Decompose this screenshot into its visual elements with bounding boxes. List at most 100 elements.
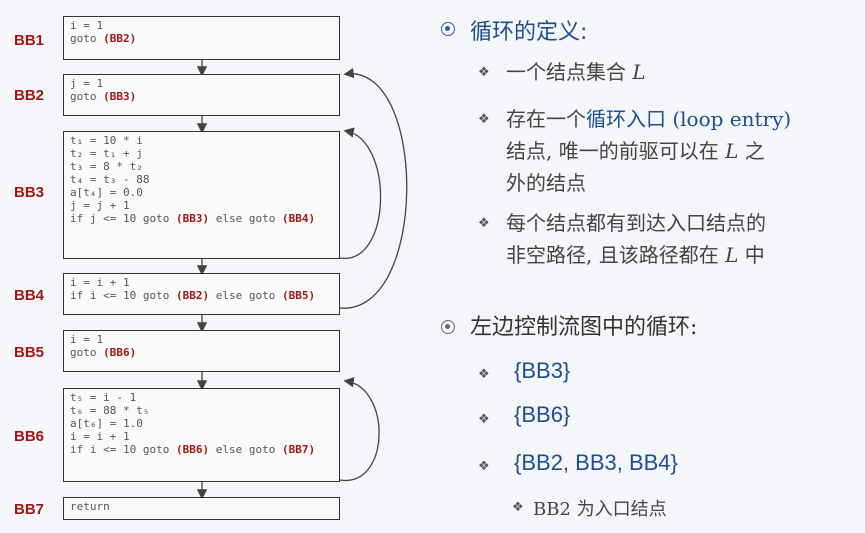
code-text: t₄ = t₃ - 88 — [70, 173, 150, 186]
loops-heading: 左边控制流图中的循环: — [470, 315, 698, 340]
code-text: a[t₆] = 1.0 — [70, 417, 143, 430]
loop-set-1: {BB3} — [514, 358, 571, 383]
diamond-bullet-icon: ❖ — [478, 112, 490, 127]
code-line: goto (BB2) — [70, 32, 333, 45]
loop-definition-heading: 循环的定义: — [470, 20, 588, 45]
diamond-bullet-icon: ❖ — [478, 459, 490, 474]
definition-1: 一个结点集合 L — [506, 56, 646, 88]
code-line: t₃ = 8 * t₂ — [70, 160, 333, 173]
jump-target: (BB6) — [175, 443, 210, 456]
jump-target: (BB7) — [281, 443, 316, 456]
code-text: i = i + 1 — [70, 276, 130, 289]
bb3-label: BB3 — [14, 184, 45, 201]
code-line: a[t₄] = 0.0 — [70, 186, 333, 199]
code-line: j = j + 1 — [70, 199, 333, 212]
bb7-block: return — [63, 497, 340, 520]
entry-note: BB2 为入口结点 — [533, 499, 667, 520]
code-text: t₂ = t₁ + j — [70, 147, 143, 160]
code-text: goto — [70, 90, 104, 103]
backedge-bb6-bb6 — [339, 377, 380, 481]
section-bullet — [441, 320, 455, 334]
jump-target: (BB6) — [103, 346, 137, 359]
bb7-label: BB7 — [14, 501, 45, 518]
code-text: return — [70, 500, 110, 513]
loop-set-2: {BB6} — [514, 402, 571, 427]
code-text: goto — [70, 32, 104, 45]
code-line: t₁ = 10 * i — [70, 134, 333, 147]
code-text: i = i + 1 — [70, 430, 130, 443]
code-line: if j <= 10 goto (BB3) else goto (BB4) — [70, 212, 333, 225]
bb5-label: BB5 — [14, 344, 45, 361]
code-text: i = 1 — [70, 333, 104, 346]
loop-entry-term: 循环入口 (loop entry) — [586, 107, 792, 131]
code-line: i = i + 1 — [70, 276, 333, 289]
code-text: t₁ = 10 * i — [70, 134, 143, 147]
code-text: if i <= 10 goto — [70, 443, 176, 456]
code-text: t₆ = 88 * t₅ — [70, 404, 150, 417]
bb4-label: BB4 — [14, 287, 45, 304]
jump-target: (BB5) — [281, 289, 316, 302]
diamond-bullet-icon: ❖ — [478, 65, 490, 80]
code-line: t₆ = 88 * t₅ — [70, 404, 333, 417]
set-L: L — [632, 60, 646, 84]
code-line: goto (BB6) — [70, 346, 333, 359]
cfg-edges — [196, 60, 408, 500]
code-line: i = 1 — [70, 333, 333, 346]
code-text: j = j + 1 — [70, 199, 130, 212]
definition-1-text: 一个结点集合 — [506, 60, 633, 84]
code-line: goto (BB3) — [70, 90, 333, 103]
code-text: t₅ = i - 1 — [70, 391, 137, 404]
bb6-label: BB6 — [14, 428, 45, 445]
definition-2-text: 存在一个 — [506, 107, 586, 131]
jump-target: (BB2) — [175, 289, 210, 302]
definition-2-line2: 结点, 唯一的前驱可以在 — [506, 139, 726, 163]
bb2-label: BB2 — [14, 87, 45, 104]
bb1-label: BB1 — [14, 32, 45, 49]
code-text: i = 1 — [70, 19, 104, 32]
diamond-bullet-icon: ❖ — [478, 367, 490, 382]
loop-set-3: {BB2, BB3, BB4} — [514, 450, 678, 475]
jump-target: (BB2) — [103, 32, 137, 45]
code-line: if i <= 10 goto (BB2) else goto (BB5) — [70, 289, 333, 302]
diamond-bullet-icon: ❖ — [478, 216, 490, 231]
definition-2: 存在一个循环入口 (loop entry) 结点, 唯一的前驱可以在 L 之 外… — [506, 103, 791, 199]
code-text: t₃ = 8 * t₂ — [70, 160, 143, 173]
code-text: else goto — [209, 443, 282, 456]
set-L: L — [725, 139, 739, 163]
jump-target: (BB3) — [175, 212, 210, 225]
set-L: L — [725, 243, 739, 267]
backedge-bb3-bb3 — [339, 127, 382, 259]
code-text: else goto — [209, 212, 282, 225]
diamond-bullet-icon: ❖ — [512, 500, 524, 515]
definition-3-line2-end: 中 — [738, 243, 765, 267]
backedge-bb4-bb2 — [339, 67, 408, 309]
code-line: t₂ = t₁ + j — [70, 147, 333, 160]
section-bullet — [441, 22, 455, 36]
diamond-bullet-icon: ❖ — [478, 412, 490, 427]
definition-2-line2-end: 之 — [738, 139, 765, 163]
jump-target: (BB4) — [281, 212, 316, 225]
code-line: if i <= 10 goto (BB6) else goto (BB7) — [70, 443, 333, 456]
code-text: if i <= 10 goto — [70, 289, 176, 302]
definition-2-line3: 外的结点 — [506, 171, 586, 195]
code-text: if j <= 10 goto — [70, 212, 176, 225]
code-line: i = i + 1 — [70, 430, 333, 443]
code-line: t₅ = i - 1 — [70, 391, 333, 404]
code-text: goto — [70, 346, 104, 359]
code-text: j = 1 — [70, 77, 104, 90]
code-line: j = 1 — [70, 77, 333, 90]
definition-3-line2: 非空路径, 且该路径都在 — [506, 243, 726, 267]
code-text: a[t₄] = 0.0 — [70, 186, 143, 199]
jump-target: (BB3) — [103, 90, 137, 103]
code-line: t₄ = t₃ - 88 — [70, 173, 333, 186]
code-line: i = 1 — [70, 19, 333, 32]
definition-3: 每个结点都有到达入口结点的 非空路径, 且该路径都在 L 中 — [506, 207, 766, 271]
definition-3-line1: 每个结点都有到达入口结点的 — [506, 211, 766, 235]
code-line: a[t₆] = 1.0 — [70, 417, 333, 430]
